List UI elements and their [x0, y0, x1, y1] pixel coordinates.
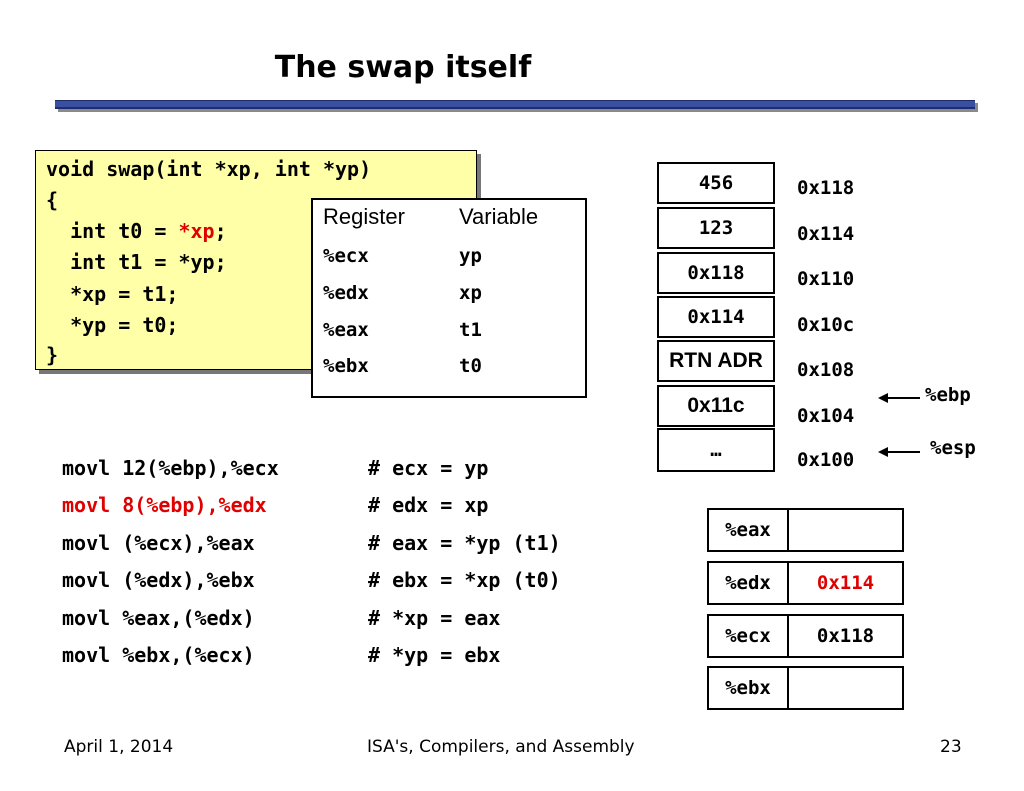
- stack-cell: 0x11c: [657, 385, 775, 427]
- register-value: [789, 510, 902, 550]
- header-register: Register: [323, 204, 405, 229]
- asm-comment: # *yp = ebx: [368, 643, 501, 667]
- code-line-yp: *yp = t0;: [46, 313, 179, 337]
- row-variable: yp: [459, 245, 482, 267]
- code-open-brace: {: [46, 188, 59, 212]
- register-name: %edx: [709, 563, 789, 603]
- register-ebx: %ebx: [707, 666, 904, 710]
- code-line-t0-suffix: ;: [214, 219, 227, 243]
- title-rule: [55, 100, 975, 109]
- asm-comment: # eax = *yp (t1): [368, 531, 561, 555]
- code-line-t0-highlight: *xp: [178, 219, 215, 243]
- row-register: %edx: [323, 282, 369, 304]
- asm-instruction: movl 12(%ebp),%ecx: [62, 456, 279, 480]
- register-edx: %edx 0x114: [707, 561, 904, 605]
- row-register: %eax: [323, 319, 369, 341]
- register-eax: %eax: [707, 508, 904, 552]
- stack-cell: 0x114: [657, 296, 775, 338]
- asm-instruction: movl %eax,(%edx): [62, 606, 255, 630]
- ebp-label: %ebp: [925, 384, 971, 406]
- code-line-xp: *xp = t1;: [46, 282, 179, 306]
- stack-cell: 0x118: [657, 252, 775, 294]
- asm-instruction-highlighted: movl 8(%ebp),%edx: [62, 493, 267, 517]
- register-name: %ebx: [709, 668, 789, 708]
- stack-address: 0x10c: [797, 314, 855, 336]
- esp-label: %esp: [930, 437, 976, 459]
- asm-instruction: movl (%edx),%ebx: [62, 568, 255, 592]
- code-line-t1: int t1 = *yp;: [46, 250, 227, 274]
- asm-comment: # ecx = yp: [368, 456, 489, 480]
- register-value-highlighted: 0x114: [816, 572, 875, 594]
- row-register: %ecx: [323, 245, 369, 267]
- stack-cell-ellipsis: …: [657, 428, 775, 472]
- stack-cell-return-address: RTN ADR: [657, 340, 775, 382]
- register-name: %eax: [709, 510, 789, 550]
- row-variable: t0: [459, 355, 482, 377]
- asm-comment: # *xp = eax: [368, 606, 501, 630]
- code-close-brace: }: [46, 343, 59, 367]
- header-variable: Variable: [459, 204, 539, 229]
- ebp-arrow: [886, 397, 920, 399]
- register-variable-table: Register Variable %ecx yp %edx xp %eax t…: [311, 198, 587, 398]
- register-value: [789, 668, 902, 708]
- ebp-arrow-head: [878, 393, 888, 403]
- asm-comment: # edx = xp: [368, 493, 489, 517]
- code-signature: void swap(int *xp, int *yp): [46, 157, 372, 181]
- stack-address: 0x118: [797, 177, 855, 199]
- asm-instruction: movl %ebx,(%ecx): [62, 643, 255, 667]
- footer-date: April 1, 2014: [64, 737, 174, 757]
- footer-course: ISA's, Compilers, and Assembly: [367, 737, 635, 757]
- code-line-t0-prefix: int t0 =: [46, 219, 179, 243]
- stack-address: 0x104: [797, 405, 855, 427]
- row-variable: t1: [459, 319, 482, 341]
- stack-cell: 123: [657, 207, 775, 249]
- row-register: %ebx: [323, 355, 369, 377]
- footer-page-number: 23: [940, 737, 962, 757]
- asm-comment: # ebx = *xp (t0): [368, 568, 561, 592]
- stack-address: 0x108: [797, 359, 855, 381]
- register-name: %ecx: [709, 616, 789, 656]
- esp-arrow-head: [878, 447, 888, 457]
- register-value: 0x118: [816, 625, 875, 647]
- stack-cell: 456: [657, 162, 775, 204]
- slide-title: The swap itself: [274, 50, 532, 85]
- stack-address: 0x100: [797, 449, 855, 471]
- stack-address: 0x110: [797, 268, 855, 290]
- asm-instruction: movl (%ecx),%eax: [62, 531, 255, 555]
- code-line-t0: int t0 = *xp;: [46, 219, 227, 243]
- register-ecx: %ecx 0x118: [707, 614, 904, 658]
- stack-address: 0x114: [797, 223, 855, 245]
- esp-arrow: [886, 451, 920, 453]
- row-variable: xp: [459, 282, 482, 304]
